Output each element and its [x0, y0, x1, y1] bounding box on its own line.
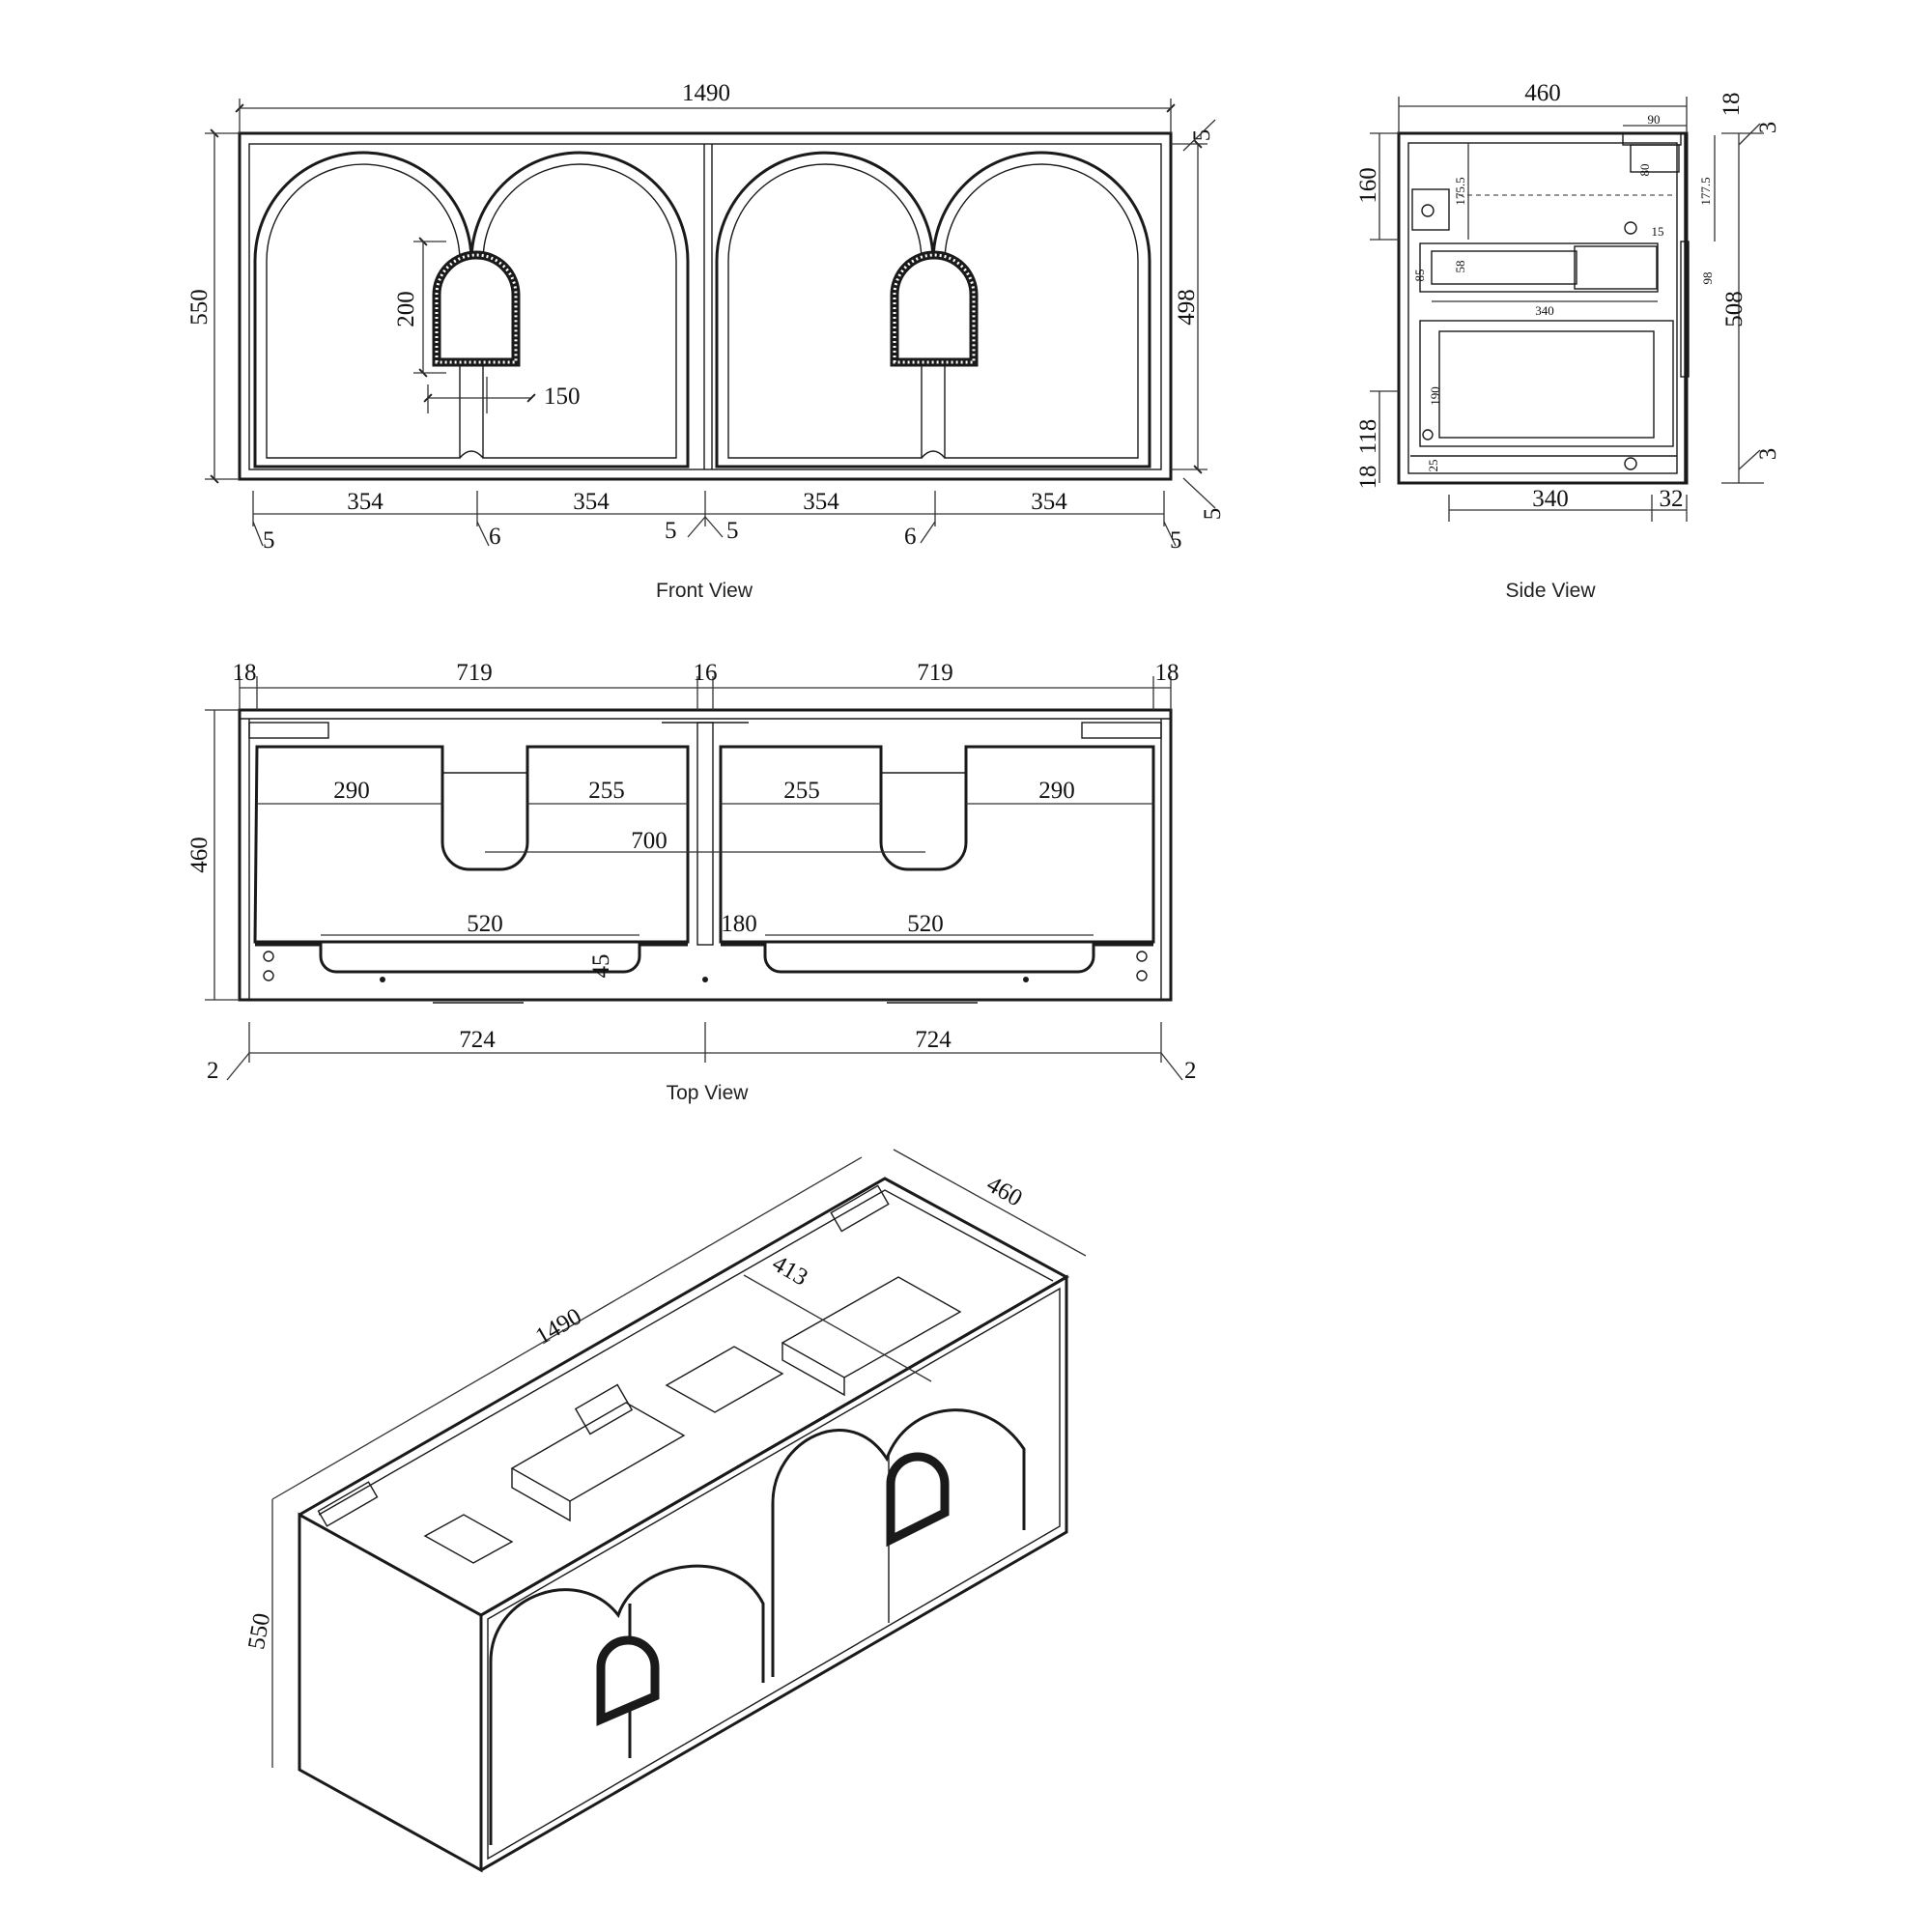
side-depth: 460 — [1524, 80, 1561, 106]
side-bottom-18: 18 — [1355, 466, 1381, 490]
side-top-gap: 3 — [1755, 122, 1781, 134]
top-bay-right: 719 — [917, 660, 953, 686]
front-gap-3: 5 — [665, 518, 677, 544]
top-left-290: 290 — [333, 778, 370, 804]
side-door-thickness: 32 — [1660, 486, 1684, 512]
top-drawer-right: 520 — [907, 911, 944, 937]
top-divider: 16 — [694, 660, 718, 686]
top-bay-left: 719 — [456, 660, 493, 686]
side-bottom-118: 118 — [1355, 419, 1381, 455]
top-right-255: 255 — [783, 778, 820, 804]
side-bottom-gap: 3 — [1755, 448, 1781, 461]
top-gap-right: 2 — [1184, 1058, 1197, 1084]
front-bottom-gap: 5 — [1200, 508, 1226, 521]
top-panel-left: 18 — [233, 660, 257, 686]
front-door-height-label: 498 — [1174, 289, 1200, 326]
top-right-290: 290 — [1038, 778, 1075, 804]
side-shelf-depth: 340 — [1535, 303, 1554, 318]
front-door-width-1: 354 — [347, 489, 384, 515]
front-handle-right — [890, 250, 979, 367]
front-handle-offset: 150 — [544, 384, 581, 410]
side-dim-15: 15 — [1652, 224, 1664, 239]
top-center-700: 700 — [631, 828, 668, 854]
iso-inner: 413 — [768, 1250, 812, 1291]
side-dim-80: 80 — [1637, 164, 1652, 177]
front-view-caption: Front View — [656, 580, 753, 602]
front-top-gap: 5 — [1189, 129, 1215, 142]
side-view: 460 90 18 3 508 3 160 118 18 175.5 80 17… — [1355, 80, 1781, 602]
top-depth: 460 — [186, 837, 213, 873]
side-dim-175: 175.5 — [1453, 177, 1467, 205]
side-dim-190: 190 — [1428, 386, 1442, 406]
front-width-label: 1490 — [682, 80, 730, 106]
side-bottom-depth: 340 — [1532, 486, 1569, 512]
front-handle-height: 200 — [393, 291, 419, 327]
front-gap-1: 5 — [263, 527, 275, 554]
side-top-inset: 90 — [1648, 112, 1661, 127]
front-gap-5: 6 — [904, 524, 917, 550]
front-door-width-2: 354 — [573, 489, 610, 515]
front-gap-4: 5 — [726, 518, 739, 544]
front-door-width-3: 354 — [803, 489, 839, 515]
top-view-caption: Top View — [667, 1082, 750, 1104]
top-door-right: 724 — [915, 1027, 952, 1053]
top-dim-180: 180 — [721, 911, 757, 937]
front-height-label: 550 — [186, 289, 213, 326]
side-dim-98: 98 — [1700, 272, 1715, 285]
front-gap-2: 6 — [489, 524, 501, 550]
side-dim-177: 177.5 — [1698, 177, 1713, 205]
top-drawer-left: 520 — [467, 911, 503, 937]
top-left-255: 255 — [588, 778, 625, 804]
top-panel-right: 18 — [1155, 660, 1179, 686]
top-gap-left: 2 — [207, 1058, 219, 1084]
front-arches — [253, 151, 1151, 469]
front-gap-6: 5 — [1170, 527, 1182, 554]
top-view: 18 719 16 719 18 460 290 255 255 290 700… — [186, 660, 1197, 1104]
iso-width: 1490 — [531, 1303, 586, 1350]
side-top-thickness: 18 — [1719, 93, 1745, 117]
front-handle-left — [432, 250, 521, 367]
iso-height: 550 — [243, 1611, 275, 1652]
side-dim-58: 58 — [1453, 261, 1467, 273]
iso-depth: 460 — [982, 1171, 1027, 1211]
top-door-left: 724 — [459, 1027, 496, 1053]
side-height-160: 160 — [1355, 167, 1381, 204]
front-door-width-4: 354 — [1031, 489, 1067, 515]
side-view-caption: Side View — [1505, 580, 1596, 602]
side-dim-25: 25 — [1426, 460, 1440, 472]
side-door-height: 508 — [1721, 291, 1747, 327]
top-dim-45: 45 — [588, 954, 614, 979]
isometric-view: 1490 460 413 550 — [243, 1149, 1087, 1873]
front-view: 1490 550 498 5 5 200 150 354 354 354 — [186, 80, 1226, 602]
side-dim-85: 85 — [1412, 270, 1427, 282]
